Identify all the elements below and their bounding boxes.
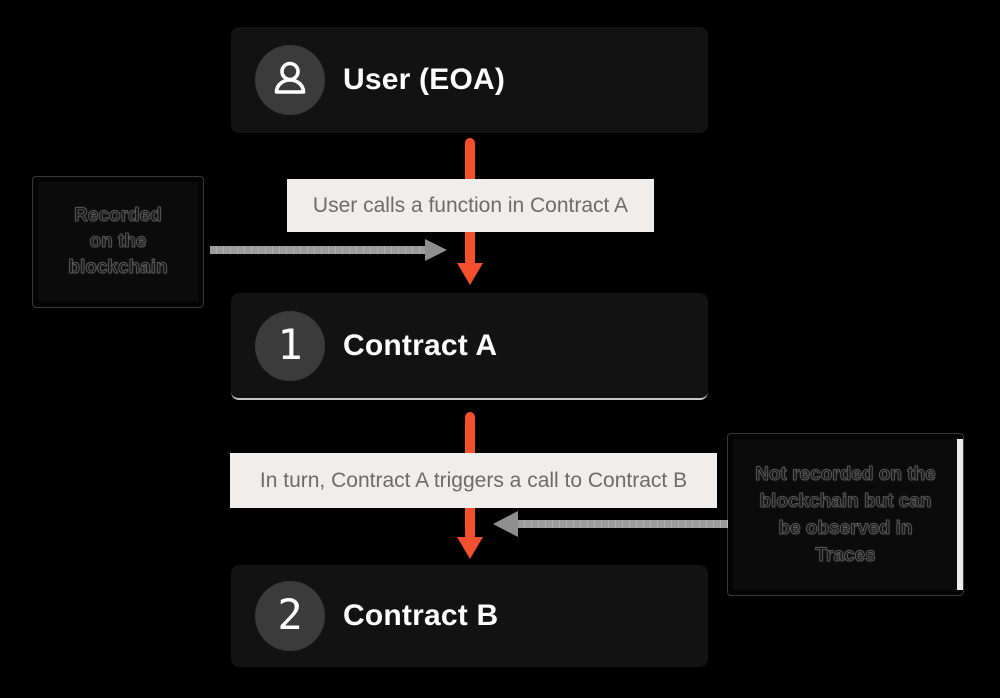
step-2-badge: 2 xyxy=(255,581,325,651)
edge-label-contract-a-call: In turn, Contract A triggers a call to C… xyxy=(230,453,717,508)
pointer-arrow-recorded xyxy=(210,246,427,254)
node-title-contract-b: Contract B xyxy=(343,599,499,632)
step-1-badge: 1 xyxy=(255,310,325,381)
node-user-eoa: User (EOA) xyxy=(231,27,708,133)
step-1-number: 1 xyxy=(277,319,303,369)
annotation-recorded-on-chain: Recorded on the blockchain xyxy=(33,177,203,307)
person-icon xyxy=(274,61,306,94)
step-2-number: 2 xyxy=(277,590,303,639)
node-contract-a: 1 Contract A xyxy=(231,293,708,400)
node-contract-b: 2 Contract B xyxy=(231,565,708,667)
annotation-line: Recorded xyxy=(74,205,162,227)
edge-label-contract-a-call-text: In turn, Contract A triggers a call to C… xyxy=(259,468,688,492)
flow-arrowhead-user-to-a xyxy=(457,263,483,285)
annotation-line: blockchain but can xyxy=(759,490,932,512)
annotation-line: Not recorded on the xyxy=(755,463,936,485)
annotation-line: Traces xyxy=(815,544,876,566)
pointer-arrowhead-recorded xyxy=(425,239,447,261)
user-avatar-badge xyxy=(255,45,325,115)
annotation-line: on the xyxy=(89,231,147,253)
pointer-arrow-not-recorded xyxy=(518,520,728,528)
flow-arrowhead-a-to-b xyxy=(457,537,483,559)
annotation-not-recorded-traces: Not recorded on the blockchain but can b… xyxy=(728,434,963,595)
node-title-contract-a: Contract A xyxy=(343,328,498,362)
pointer-arrowhead-not-recorded xyxy=(493,511,518,537)
node-title-user-eoa: User (EOA) xyxy=(343,63,506,96)
edge-label-user-call-text: User calls a function in Contract A xyxy=(312,193,629,217)
annotation-line: blockchain xyxy=(68,257,168,279)
edge-label-user-call: User calls a function in Contract A xyxy=(287,179,654,232)
annotation-line: be observed in xyxy=(778,517,913,539)
